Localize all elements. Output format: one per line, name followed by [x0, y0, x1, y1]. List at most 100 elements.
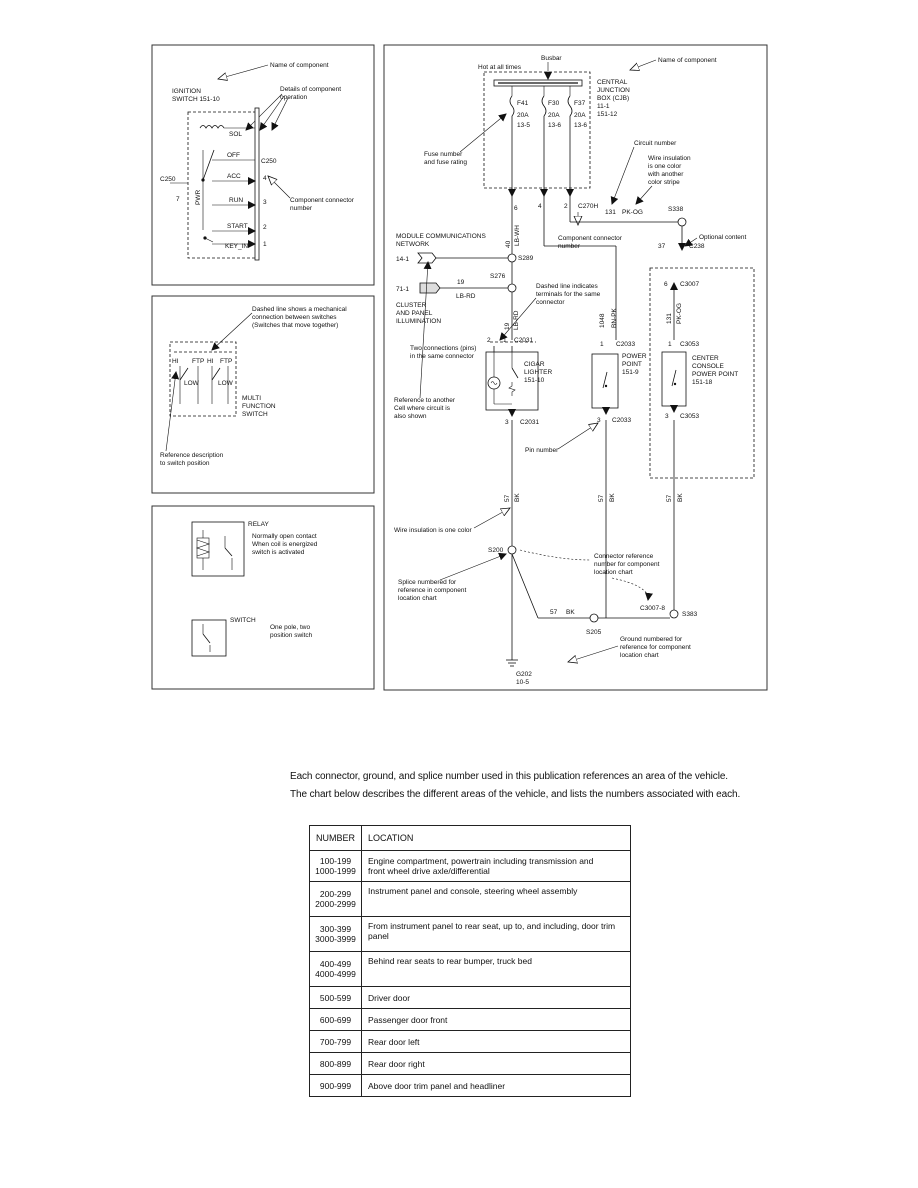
wire-lbwh: LB-WH — [514, 225, 521, 246]
ign-connector-right: C250 — [261, 158, 277, 165]
ref-note2: Cell where circuit is — [394, 405, 451, 412]
ignition-switch-group: Name of component IGNITION SWITCH 151-10… — [160, 62, 355, 261]
s205: S205 — [586, 629, 602, 636]
row-location: Rear door left — [361, 1030, 631, 1053]
s383: S383 — [682, 611, 698, 618]
switch-label: SWITCH — [230, 617, 256, 624]
table-row: 300-399 3000-3999 From instrument panel … — [308, 916, 631, 952]
pin-4: 4 — [538, 203, 542, 210]
mf-title1: MULTI — [242, 395, 261, 402]
cigar1: CIGAR — [524, 361, 545, 368]
mf-low-left: LOW — [184, 380, 200, 387]
g-ref: 10-5 — [516, 679, 529, 686]
c2031-pin2: 2 — [487, 337, 491, 344]
row-location: Above door trim panel and headliner — [361, 1074, 631, 1097]
ign-name-leader — [218, 64, 269, 79]
wiring-diagram: Name of component IGNITION SWITCH 151-10… — [151, 44, 768, 691]
mf-hi-left: HI — [172, 358, 179, 365]
fuse-f41-ref: 13-5 — [517, 122, 530, 129]
ign-connector-left: C250 — [160, 176, 176, 183]
splice-s383 — [669, 609, 679, 619]
ign-pos-keyin: KEY_IN — [225, 243, 248, 250]
splice-s276 — [507, 283, 517, 293]
ref-141: 14-1 — [396, 256, 409, 263]
cluster1: CLUSTER — [396, 302, 427, 309]
bk-a: BK — [514, 493, 521, 502]
wire-37: 37 — [658, 243, 666, 250]
ignition-panel — [151, 44, 375, 286]
cigar3: 151-10 — [524, 377, 545, 384]
ref-note3: also shown — [394, 413, 427, 420]
ign-pin-left: 7 — [176, 196, 180, 203]
row-location: Behind rear seats to rear bumper, truck … — [361, 951, 631, 987]
row-location: From instrument panel to rear seat, up t… — [361, 916, 631, 952]
main-panel — [383, 44, 768, 691]
ccp2: CONSOLE — [692, 363, 724, 370]
pin-6: 6 — [514, 205, 518, 212]
ign-details-leader1 — [245, 93, 283, 131]
cluster-connector-icon — [419, 282, 441, 294]
ign-details2: operation — [280, 94, 307, 101]
pin3-b: 3 — [597, 417, 601, 424]
c3007-8: C3007-8 — [640, 605, 665, 612]
row-number: 600-699 — [308, 1008, 363, 1031]
c3053-b: C3053 — [680, 413, 700, 420]
fuse-f37-name: F37 — [574, 100, 586, 107]
c238: C238 — [689, 243, 705, 250]
header-number: NUMBER — [308, 825, 363, 851]
ign-pin-1: 1 — [263, 241, 267, 248]
mf-ftp: FTP — [192, 358, 204, 365]
cjb-title2: JUNCTION — [597, 87, 630, 94]
table-row: 100-199 1000-1999 Engine compartment, po… — [308, 850, 631, 882]
relay-contact-icon — [224, 547, 233, 557]
ign-pin-3: 3 — [263, 199, 267, 206]
s200: S200 — [488, 547, 504, 554]
ground2: reference for component — [620, 644, 691, 651]
cjb-box — [483, 71, 591, 189]
relay-symbol-box — [191, 521, 245, 577]
wire-lbrdb: LB-RD — [513, 310, 520, 330]
bk-d: BK — [566, 609, 575, 616]
insulation3: with another — [647, 171, 684, 178]
legend-group: RELAY Normally open contact When coil is… — [191, 521, 318, 657]
location-table: NUMBER LOCATION 100-199 1000-1999 Engine… — [308, 825, 631, 1097]
pin-number-label: Pin number — [525, 447, 559, 454]
c2031: C2031 — [514, 337, 534, 344]
wire-57a: 57 — [504, 494, 511, 502]
one-color: Wire insulation is one color — [394, 527, 473, 534]
ground1: Ground numbered for — [620, 636, 683, 643]
table-row: 700-799 Rear door left — [308, 1030, 631, 1053]
circuit-number-label: Circuit number — [634, 140, 677, 147]
row-number: 800-899 — [308, 1052, 363, 1075]
c3007: C3007 — [680, 281, 700, 288]
splice-s200 — [507, 545, 517, 555]
ccp4: 151-18 — [692, 379, 713, 386]
splice-s338 — [677, 217, 687, 227]
relay-coil-icon — [196, 539, 210, 557]
relay-desc2: When coil is energized — [252, 541, 318, 548]
two-conn1: Two connections (pins) — [410, 345, 476, 352]
c3053-pin: 1 — [668, 341, 672, 348]
solenoid-coil-icon — [199, 125, 225, 129]
fuse-f41-icon — [509, 95, 515, 117]
ccp3: POWER POINT — [692, 371, 738, 378]
pin-2: 2 — [564, 203, 568, 210]
ign-name-label: Name of component — [270, 62, 329, 69]
s276: S276 — [490, 273, 506, 280]
wire-pkog: PK-OG — [622, 209, 643, 216]
pp1: POWER — [622, 353, 647, 360]
fuse-f37-ref: 13-6 — [574, 122, 587, 129]
table-header-row: NUMBER LOCATION — [308, 825, 631, 851]
relay-label: RELAY — [248, 521, 269, 528]
fuse-f41-rating: 20A — [517, 112, 529, 119]
ign-details: Details of component — [280, 86, 341, 93]
wire-bnpk: BN-PK — [611, 307, 618, 328]
mcn2: NETWORK — [396, 241, 430, 248]
insulation2: is one color — [648, 163, 682, 170]
ign-pin-4: 4 — [263, 175, 267, 182]
ign-pos-run: RUN — [229, 197, 243, 204]
switch-desc2: position switch — [270, 632, 313, 639]
splice3: location chart — [398, 595, 437, 602]
fuse-f41-name: F41 — [517, 100, 529, 107]
row-location: Rear door right — [361, 1052, 631, 1075]
